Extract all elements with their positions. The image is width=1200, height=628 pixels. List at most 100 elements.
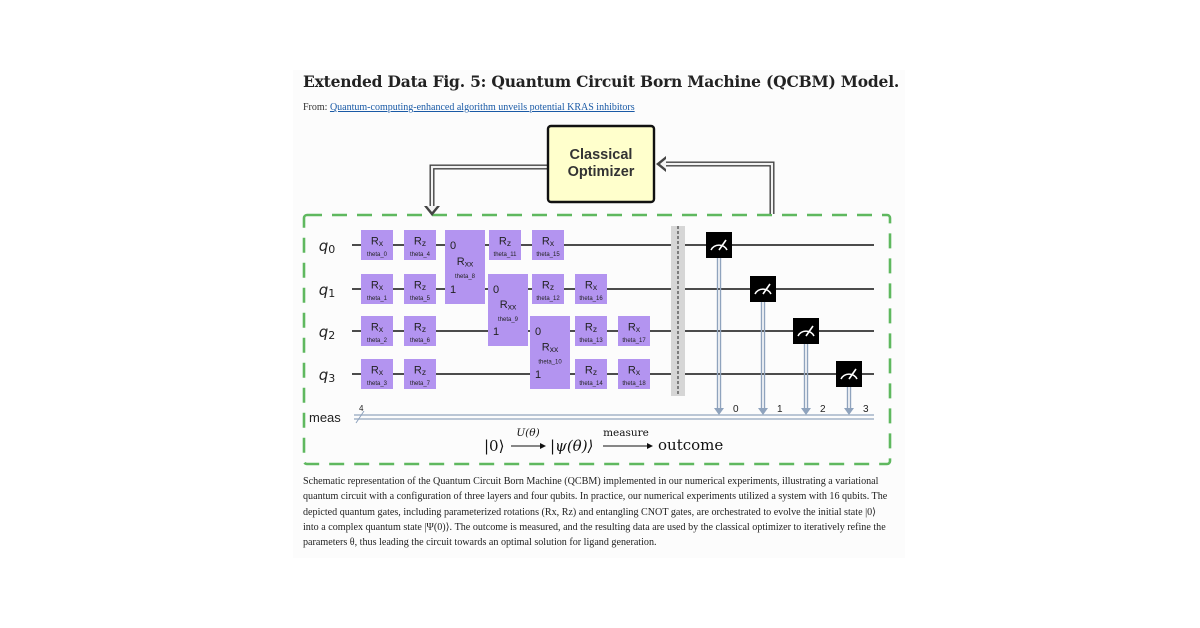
gate-param: theta_15 bbox=[536, 252, 560, 258]
gate-rz-theta_13: Rz theta_13 bbox=[575, 316, 607, 346]
gate-op: Rz bbox=[414, 236, 426, 249]
meas-index: 0 bbox=[733, 404, 739, 415]
source-article-link[interactable]: Quantum-computing-enhanced algorithm unv… bbox=[329, 102, 635, 113]
meter-needle bbox=[762, 283, 771, 295]
gate-box bbox=[404, 316, 436, 346]
gates-layer: Rxtheta_0Rxtheta_1Rxtheta_2Rxtheta_3Rzth… bbox=[361, 230, 650, 389]
gate-box bbox=[530, 316, 570, 389]
gate-param: theta_0 bbox=[367, 252, 388, 258]
meter-icon bbox=[840, 373, 858, 380]
gate-param: theta_5 bbox=[410, 296, 431, 302]
gate-param: theta_11 bbox=[494, 252, 518, 258]
gate-rz-theta_12: Rz theta_12 bbox=[532, 274, 564, 304]
measure-q1: 1 bbox=[750, 276, 783, 415]
gate-op: Rx bbox=[542, 236, 555, 249]
gate-param: theta_7 bbox=[410, 381, 431, 387]
gate-box bbox=[404, 230, 436, 260]
circuit-frame bbox=[302, 213, 892, 466]
gate-param: theta_6 bbox=[410, 338, 431, 344]
gate-box bbox=[575, 274, 607, 304]
qubit-label-q0: q0 bbox=[319, 237, 336, 256]
meter-needle bbox=[848, 368, 857, 380]
gate-rz-theta_6: Rz theta_6 bbox=[404, 316, 436, 346]
gate-param: theta_2 bbox=[367, 338, 388, 344]
gate-rz-theta_11: Rz theta_11 bbox=[489, 230, 521, 260]
meas-width-label: 4 bbox=[359, 404, 364, 413]
source-line: From: Quantum-computing-enhanced algorit… bbox=[303, 102, 635, 113]
meter-needle bbox=[718, 239, 727, 251]
gate-box bbox=[489, 230, 521, 260]
gate-box bbox=[361, 316, 393, 346]
gate-op: Rz bbox=[585, 365, 597, 378]
gate-param: theta_17 bbox=[622, 338, 646, 344]
qubit-label-q1: q1 bbox=[319, 281, 336, 300]
outcome-label: outcome bbox=[658, 436, 723, 454]
gate-op: Rx bbox=[371, 280, 384, 293]
meas-width-slash bbox=[355, 410, 365, 424]
rxx-top-index: 0 bbox=[493, 284, 499, 296]
gate-rx-theta_0: Rx theta_0 bbox=[361, 230, 393, 260]
gate-rz-theta_5: Rz theta_5 bbox=[404, 274, 436, 304]
meas-label: meas bbox=[309, 410, 341, 425]
gate-param: theta_9 bbox=[498, 317, 519, 323]
meas-arrowhead bbox=[801, 408, 811, 415]
gate-op: Rz bbox=[499, 236, 511, 249]
gate-box bbox=[361, 359, 393, 389]
gate-rz-theta_4: Rz theta_4 bbox=[404, 230, 436, 260]
gate-rz-theta_7: Rz theta_7 bbox=[404, 359, 436, 389]
gate-param: theta_16 bbox=[579, 296, 603, 302]
gate-rxx-theta_8: Rxx theta_8 0 1 bbox=[445, 230, 485, 304]
rxx-bottom-index: 1 bbox=[450, 284, 456, 296]
gate-op: Rxx bbox=[500, 299, 517, 312]
unitary-label: U(θ) bbox=[516, 427, 539, 439]
gate-op: Rx bbox=[371, 236, 384, 249]
measure-q2: 2 bbox=[793, 318, 826, 415]
psi-state: |ψ(θ)⟩ bbox=[550, 437, 593, 455]
gate-op: Rx bbox=[371, 365, 384, 378]
gate-op: Rx bbox=[585, 280, 598, 293]
measurement-register: meas 4 bbox=[309, 404, 874, 425]
gate-box bbox=[575, 359, 607, 389]
gate-box bbox=[532, 274, 564, 304]
state-equation: |0⟩ U(θ) |ψ(θ)⟩ measure outcome bbox=[484, 427, 723, 455]
gate-op: Rxx bbox=[457, 256, 474, 269]
gate-rx-theta_15: Rx theta_15 bbox=[532, 230, 564, 260]
gate-box bbox=[575, 316, 607, 346]
meter-icon bbox=[797, 330, 815, 337]
gate-op: Rz bbox=[585, 322, 597, 335]
meas-arrowhead bbox=[758, 408, 768, 415]
feedback-loop bbox=[424, 156, 775, 216]
meter-icon bbox=[710, 244, 728, 251]
rxx-top-index: 0 bbox=[535, 326, 541, 338]
gate-box bbox=[445, 230, 485, 304]
gate-box bbox=[488, 274, 528, 346]
gate-rx-theta_16: Rx theta_16 bbox=[575, 274, 607, 304]
source-prefix: From: bbox=[303, 102, 330, 113]
gate-op: Rz bbox=[414, 322, 426, 335]
meas-index: 2 bbox=[820, 404, 826, 415]
measure-q0: 0 bbox=[706, 232, 739, 415]
gate-box bbox=[532, 230, 564, 260]
figure-title: Extended Data Fig. 5: Quantum Circuit Bo… bbox=[303, 72, 900, 91]
optimizer-line2: Optimizer bbox=[568, 164, 635, 180]
gate-param: theta_10 bbox=[538, 360, 562, 366]
gate-box bbox=[618, 359, 650, 389]
gate-box bbox=[404, 274, 436, 304]
gate-box bbox=[361, 230, 393, 260]
gate-param: theta_8 bbox=[455, 274, 476, 280]
gate-param: theta_1 bbox=[367, 296, 388, 302]
gate-param: theta_13 bbox=[579, 338, 603, 344]
gate-op: Rz bbox=[414, 365, 426, 378]
gate-op: Rx bbox=[628, 322, 641, 335]
meas-index: 3 bbox=[863, 404, 869, 415]
gate-op: Rz bbox=[414, 280, 426, 293]
rxx-top-index: 0 bbox=[450, 240, 456, 252]
gate-param: theta_12 bbox=[536, 296, 560, 302]
gate-param: theta_4 bbox=[410, 252, 431, 258]
gate-op: Rz bbox=[542, 280, 554, 293]
